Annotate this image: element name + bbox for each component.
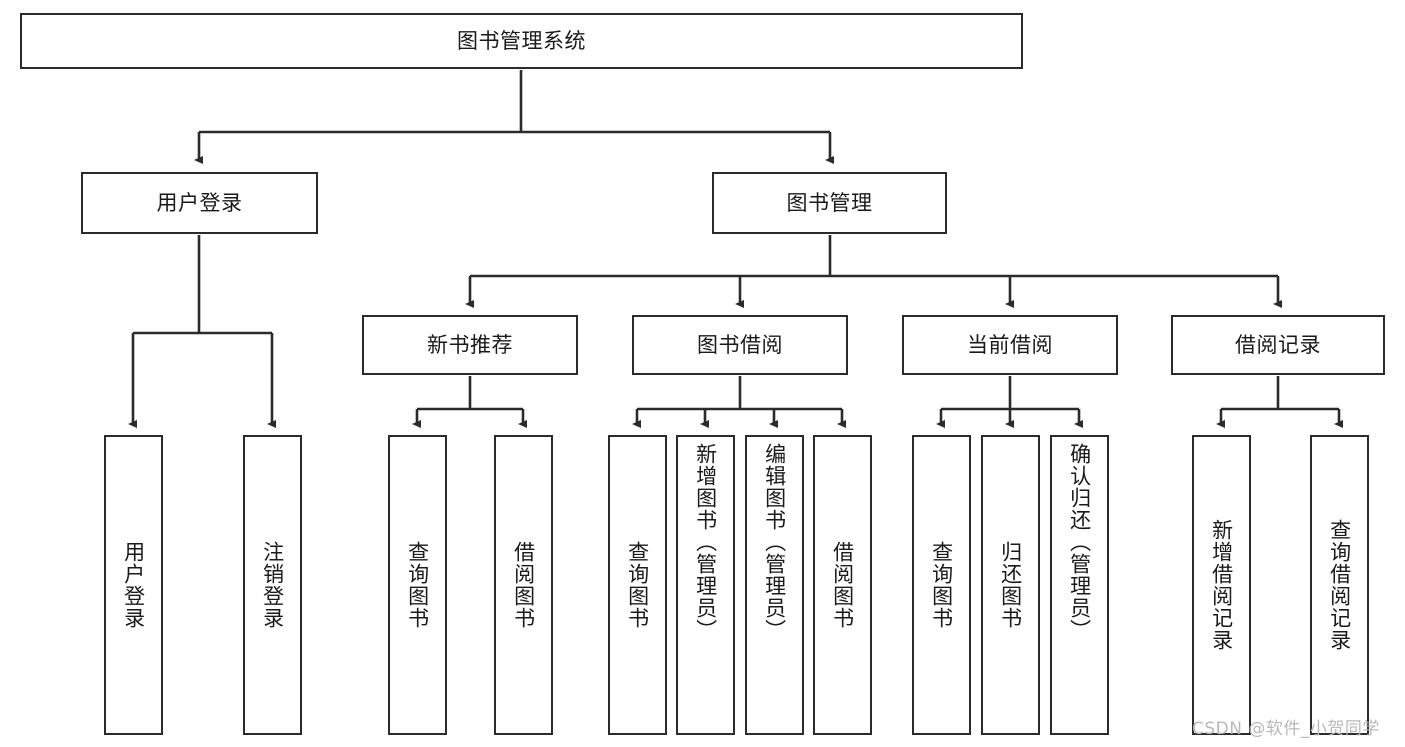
leaf-user-login-login[interactable]: 用户登录 [104, 435, 163, 735]
watermark-text: CSDN @软件_小贺同学 [1192, 719, 1380, 739]
node-label: 图书借阅 [697, 332, 783, 357]
leaf-current-confirm-return-admin[interactable]: 确认归还（管理员） [1050, 435, 1109, 735]
node-label: 借阅图书 [511, 541, 536, 629]
node-label: 新书推荐 [427, 332, 513, 357]
leaf-record-query-record[interactable]: 查询借阅记录 [1310, 435, 1369, 735]
node-label: 新增借阅记录 [1209, 519, 1234, 651]
leaf-recommend-borrow-book[interactable]: 借阅图书 [494, 435, 553, 735]
leaf-borrow-add-book-admin[interactable]: 新增图书（管理员） [676, 435, 735, 735]
node-label: 当前借阅 [967, 332, 1053, 357]
node-label: 确认归还（管理员） [1067, 443, 1092, 641]
node-label: 新增图书（管理员） [693, 443, 718, 641]
node-label: 借阅记录 [1235, 332, 1321, 357]
leaf-recommend-query-book[interactable]: 查询图书 [388, 435, 447, 735]
node-user-login[interactable]: 用户登录 [81, 172, 318, 234]
leaf-current-query-book[interactable]: 查询图书 [912, 435, 971, 735]
node-label: 归还图书 [998, 541, 1023, 629]
leaf-borrow-edit-book-admin[interactable]: 编辑图书（管理员） [745, 435, 804, 735]
node-label: 查询图书 [405, 541, 430, 629]
node-label: 查询图书 [929, 541, 954, 629]
leaf-current-return-book[interactable]: 归还图书 [981, 435, 1040, 735]
node-label: 注销登录 [260, 541, 285, 629]
leaf-user-login-logout[interactable]: 注销登录 [243, 435, 302, 735]
node-book-management[interactable]: 图书管理 [712, 172, 947, 234]
node-label: 图书管理系统 [457, 28, 586, 53]
node-label: 查询借阅记录 [1327, 519, 1352, 651]
node-label: 借阅图书 [830, 541, 855, 629]
node-book-borrow[interactable]: 图书借阅 [632, 315, 848, 375]
node-label: 图书管理 [786, 190, 873, 215]
node-borrow-record[interactable]: 借阅记录 [1171, 315, 1385, 375]
node-label: 查询图书 [625, 541, 650, 629]
node-root-system[interactable]: 图书管理系统 [20, 13, 1023, 69]
leaf-record-add-record[interactable]: 新增借阅记录 [1192, 435, 1251, 735]
leaf-borrow-query-book[interactable]: 查询图书 [608, 435, 667, 735]
node-label: 用户登录 [156, 190, 243, 215]
node-current-borrow[interactable]: 当前借阅 [902, 315, 1118, 375]
leaf-borrow-borrow-book[interactable]: 借阅图书 [813, 435, 872, 735]
node-label: 用户登录 [121, 541, 146, 629]
node-label: 编辑图书（管理员） [762, 443, 787, 641]
node-new-book-recommend[interactable]: 新书推荐 [362, 315, 578, 375]
